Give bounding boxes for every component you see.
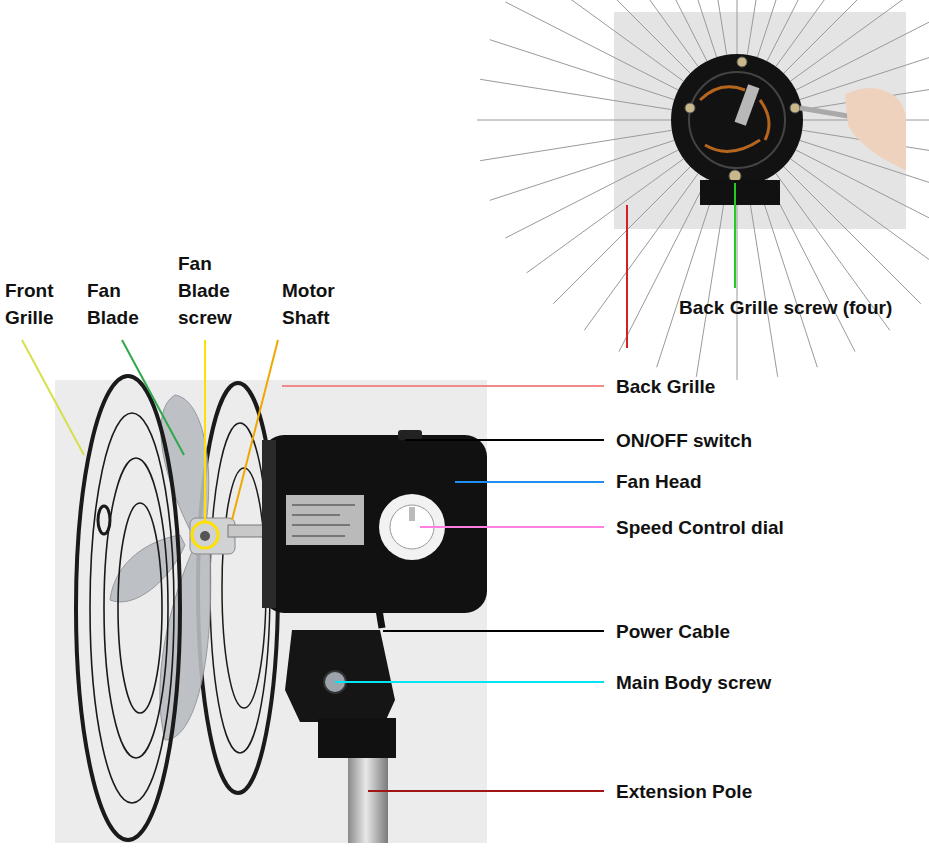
on-off-switch <box>398 430 422 440</box>
part-label: Back Grille <box>616 373 715 400</box>
head-rim <box>262 440 276 608</box>
part-label: Main Body screw <box>616 669 771 696</box>
power-cable <box>377 580 382 628</box>
extension-pole <box>348 758 388 843</box>
part-label: Power Cable <box>616 618 730 645</box>
grille-screws <box>685 57 800 182</box>
leader-lines <box>22 183 735 791</box>
sticker-marks <box>292 505 355 536</box>
pole-collar <box>318 718 396 758</box>
blade-screw <box>200 531 210 541</box>
inset-grille <box>477 0 929 380</box>
inset-bracket <box>700 180 780 205</box>
rating-sticker <box>286 495 364 545</box>
motor-ring <box>689 72 785 168</box>
part-label: Fan Blade <box>87 277 139 331</box>
part-label: Back Grille screw (four) <box>679 294 892 321</box>
motor-windings <box>700 87 769 152</box>
fan-blades <box>110 395 211 740</box>
part-label: Speed Control dial <box>616 514 784 541</box>
motor-back <box>671 54 803 186</box>
inset-shaft <box>735 84 760 126</box>
hand <box>845 88 906 170</box>
part-label: Extension Pole <box>616 778 752 805</box>
part-label: Fan Head <box>616 468 702 495</box>
dial-knob <box>409 507 415 521</box>
part-label: Fan Blade screw <box>178 250 232 331</box>
tilt-bracket <box>285 630 395 722</box>
part-label: ON/OFF switch <box>616 427 752 454</box>
photo-ground <box>55 380 487 843</box>
part-label: Motor Shaft <box>282 277 335 331</box>
part-label: Front Grille <box>5 277 54 331</box>
front-grille <box>76 376 180 840</box>
